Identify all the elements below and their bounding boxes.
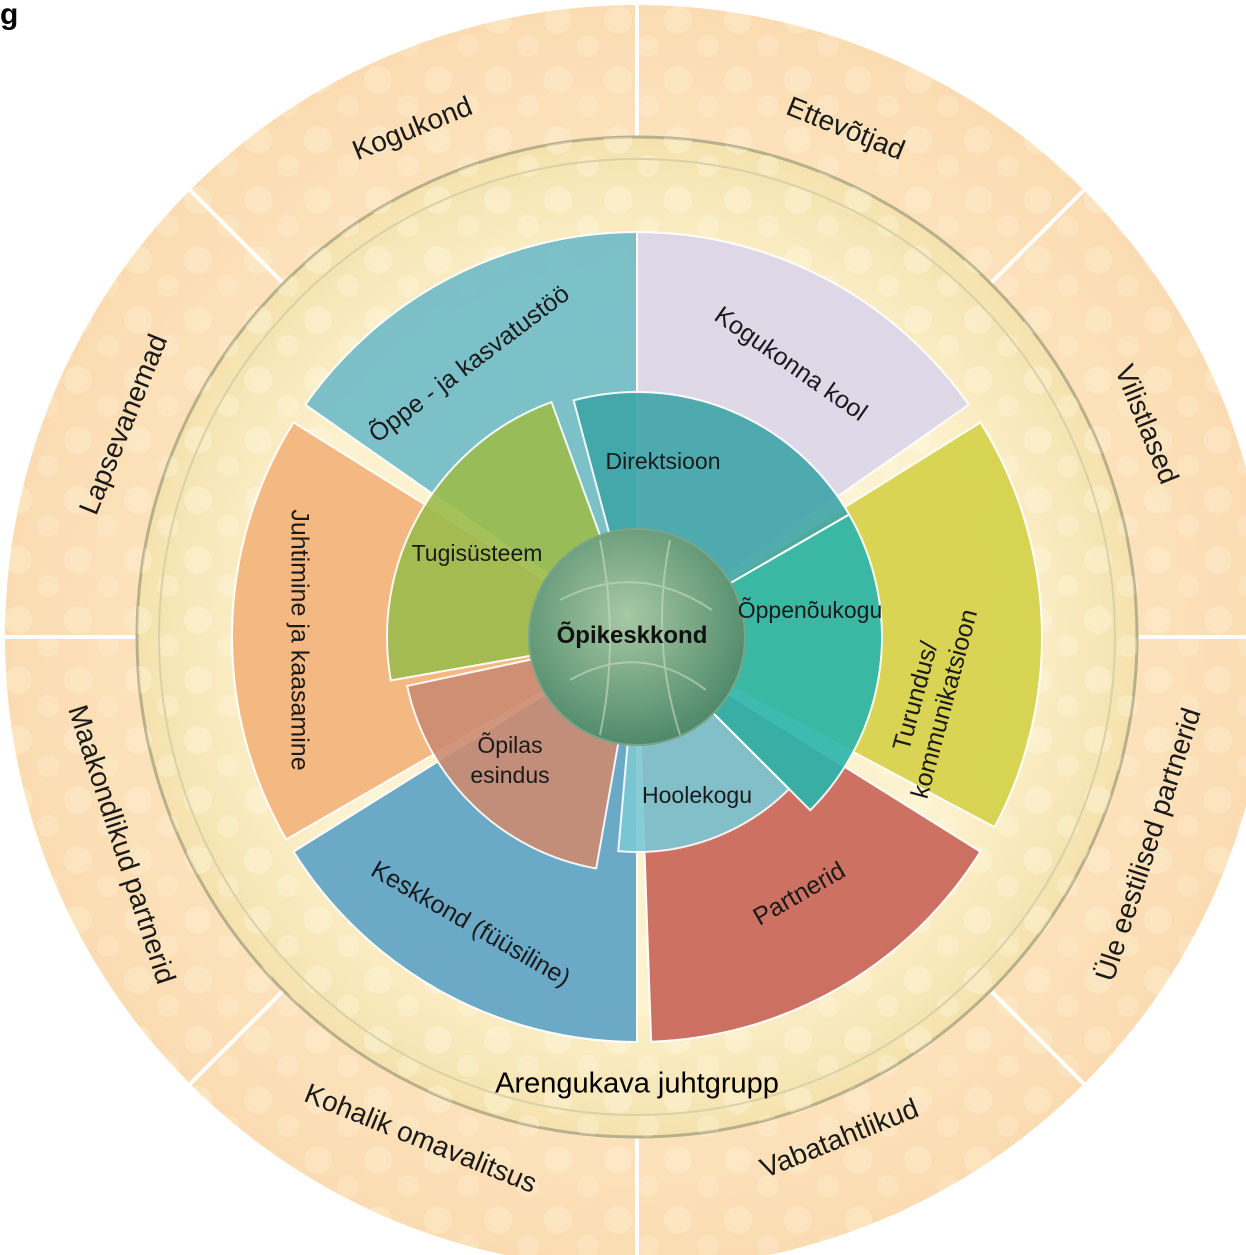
inner-label-tugisusteem: Tugisüsteem bbox=[412, 540, 543, 566]
corner-fragment-label: g bbox=[0, 0, 18, 31]
inner-label-oppenoukogu: Õppenõukogu bbox=[738, 596, 883, 623]
ring-label: Arengukava juhtgrupp bbox=[495, 1068, 779, 1100]
inner-sector-oppenoukogu bbox=[635, 513, 883, 812]
inner-label-hoolekogu: Hoolekogu bbox=[642, 782, 752, 808]
center-circle: Õpikeskkond bbox=[528, 528, 746, 746]
center-label: Õpikeskkond bbox=[557, 621, 708, 649]
middle-label-juhtimine-ja-kaasamine: Juhtimine ja kaasamine bbox=[285, 509, 313, 770]
inner-label-direktsioon: Direktsioon bbox=[605, 448, 720, 474]
